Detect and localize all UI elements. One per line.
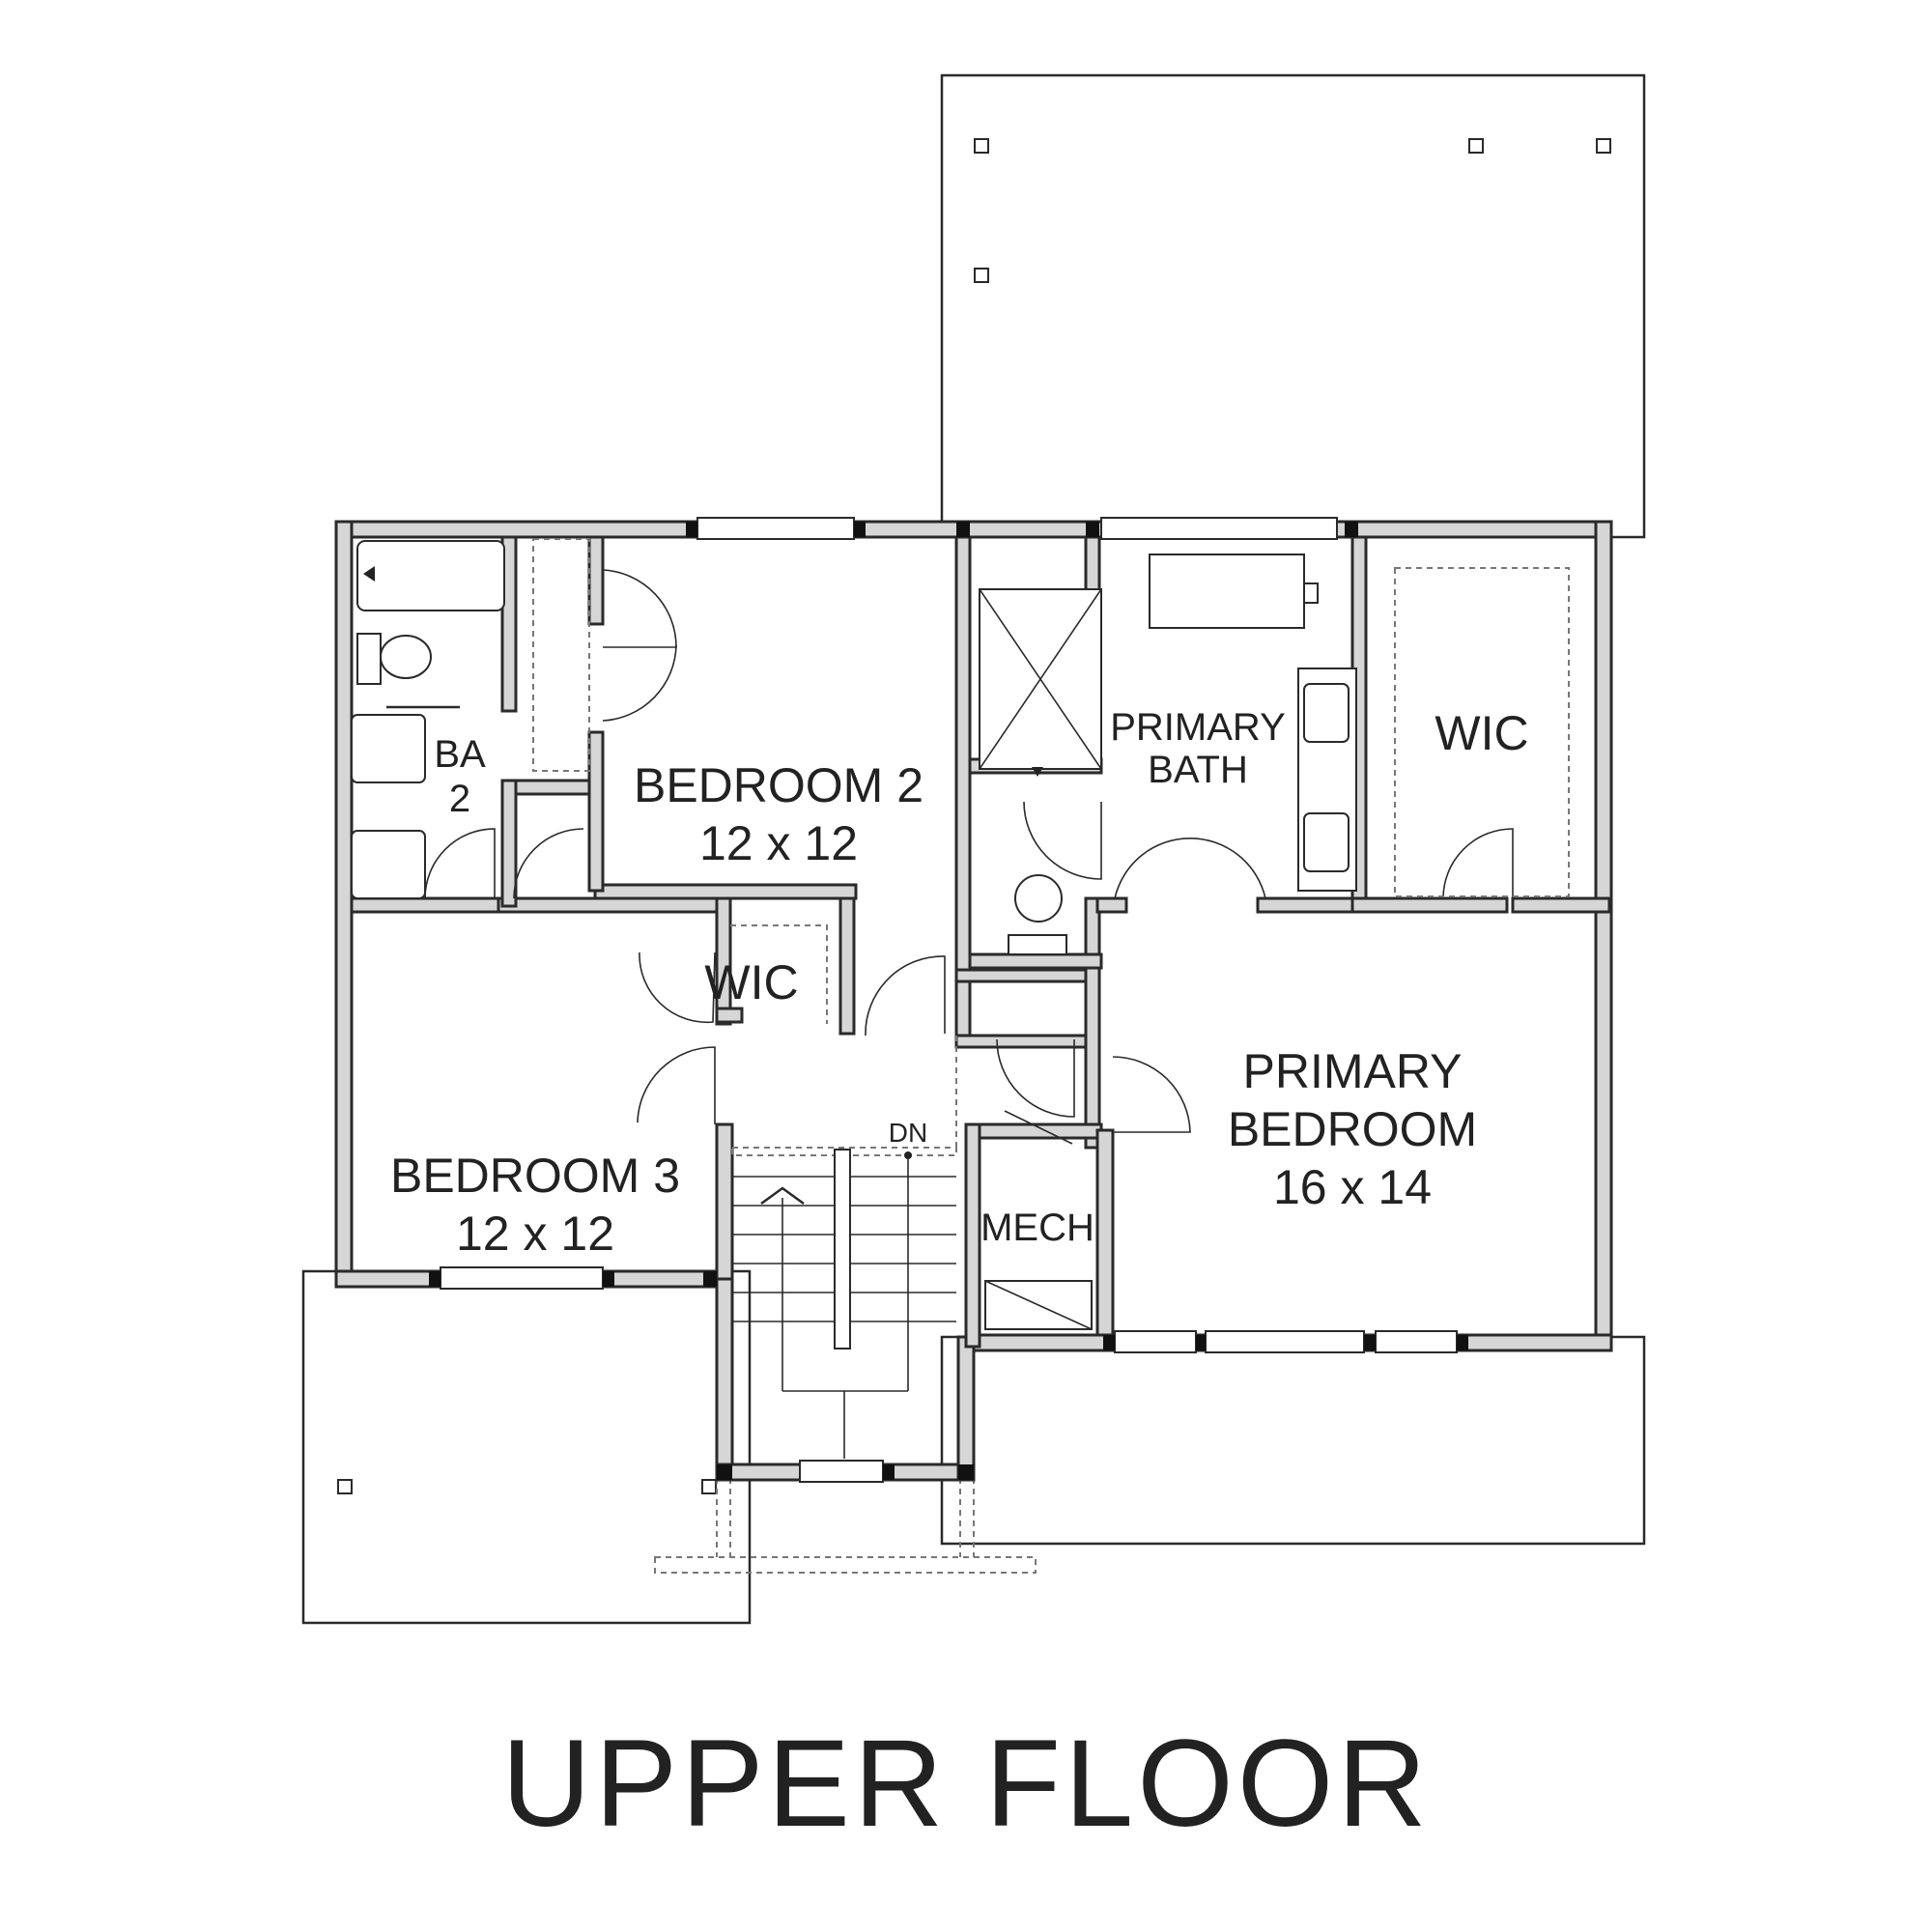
staircase: [731, 1147, 957, 1459]
room-label-bedroom2-size: 12 x 12: [699, 816, 858, 870]
stair-label-dn: DN: [889, 1118, 927, 1148]
stair-dn-marker: [904, 1151, 912, 1159]
room-label-wic-primary: WIC: [1435, 706, 1528, 760]
roof-outline-top: [940, 73, 1646, 539]
room-label-bedroom2-name: BEDROOM 2: [634, 758, 923, 812]
ba2-fixtures: [351, 540, 505, 899]
room-label-mech: MECH: [980, 1207, 1094, 1249]
room-label-primary-bedroom-line1: PRIMARY: [1243, 1044, 1463, 1098]
closet-shelving: [532, 538, 1570, 1024]
room-label-bedroom3-size: 12 x 12: [456, 1207, 614, 1261]
tub-drain-icon: [363, 566, 375, 582]
room-label-primary-bedroom-line2: BEDROOM: [1228, 1102, 1477, 1156]
room-label-wic-bedroom3: WIC: [704, 955, 798, 1009]
primary-bath-fixtures: [979, 554, 1357, 955]
room-label-bedroom3-name: BEDROOM 3: [390, 1149, 680, 1203]
room-label-ba2-size: 2: [449, 778, 470, 820]
page-title: UPPER FLOOR: [501, 1715, 1431, 1853]
roof-outline-bottom-right: [940, 1335, 1646, 1546]
roof-outline-bottom-left: [301, 1269, 752, 1625]
entry-stoop: [654, 1478, 1037, 1574]
room-label-ba2-name: BA: [434, 733, 486, 776]
roof-posts: [337, 138, 1611, 1494]
doors: [424, 569, 1514, 1145]
room-label-primary-bedroom-size: 16 x 14: [1273, 1160, 1432, 1214]
stair-up-arrow-icon: [760, 1186, 805, 1206]
shower-valve-icon: [1032, 767, 1043, 777]
structural-posts: [429, 522, 1468, 1480]
room-label-primary-bath-line2: BATH: [1148, 749, 1248, 791]
room-label-primary-bath-line1: PRIMARY: [1110, 706, 1286, 749]
